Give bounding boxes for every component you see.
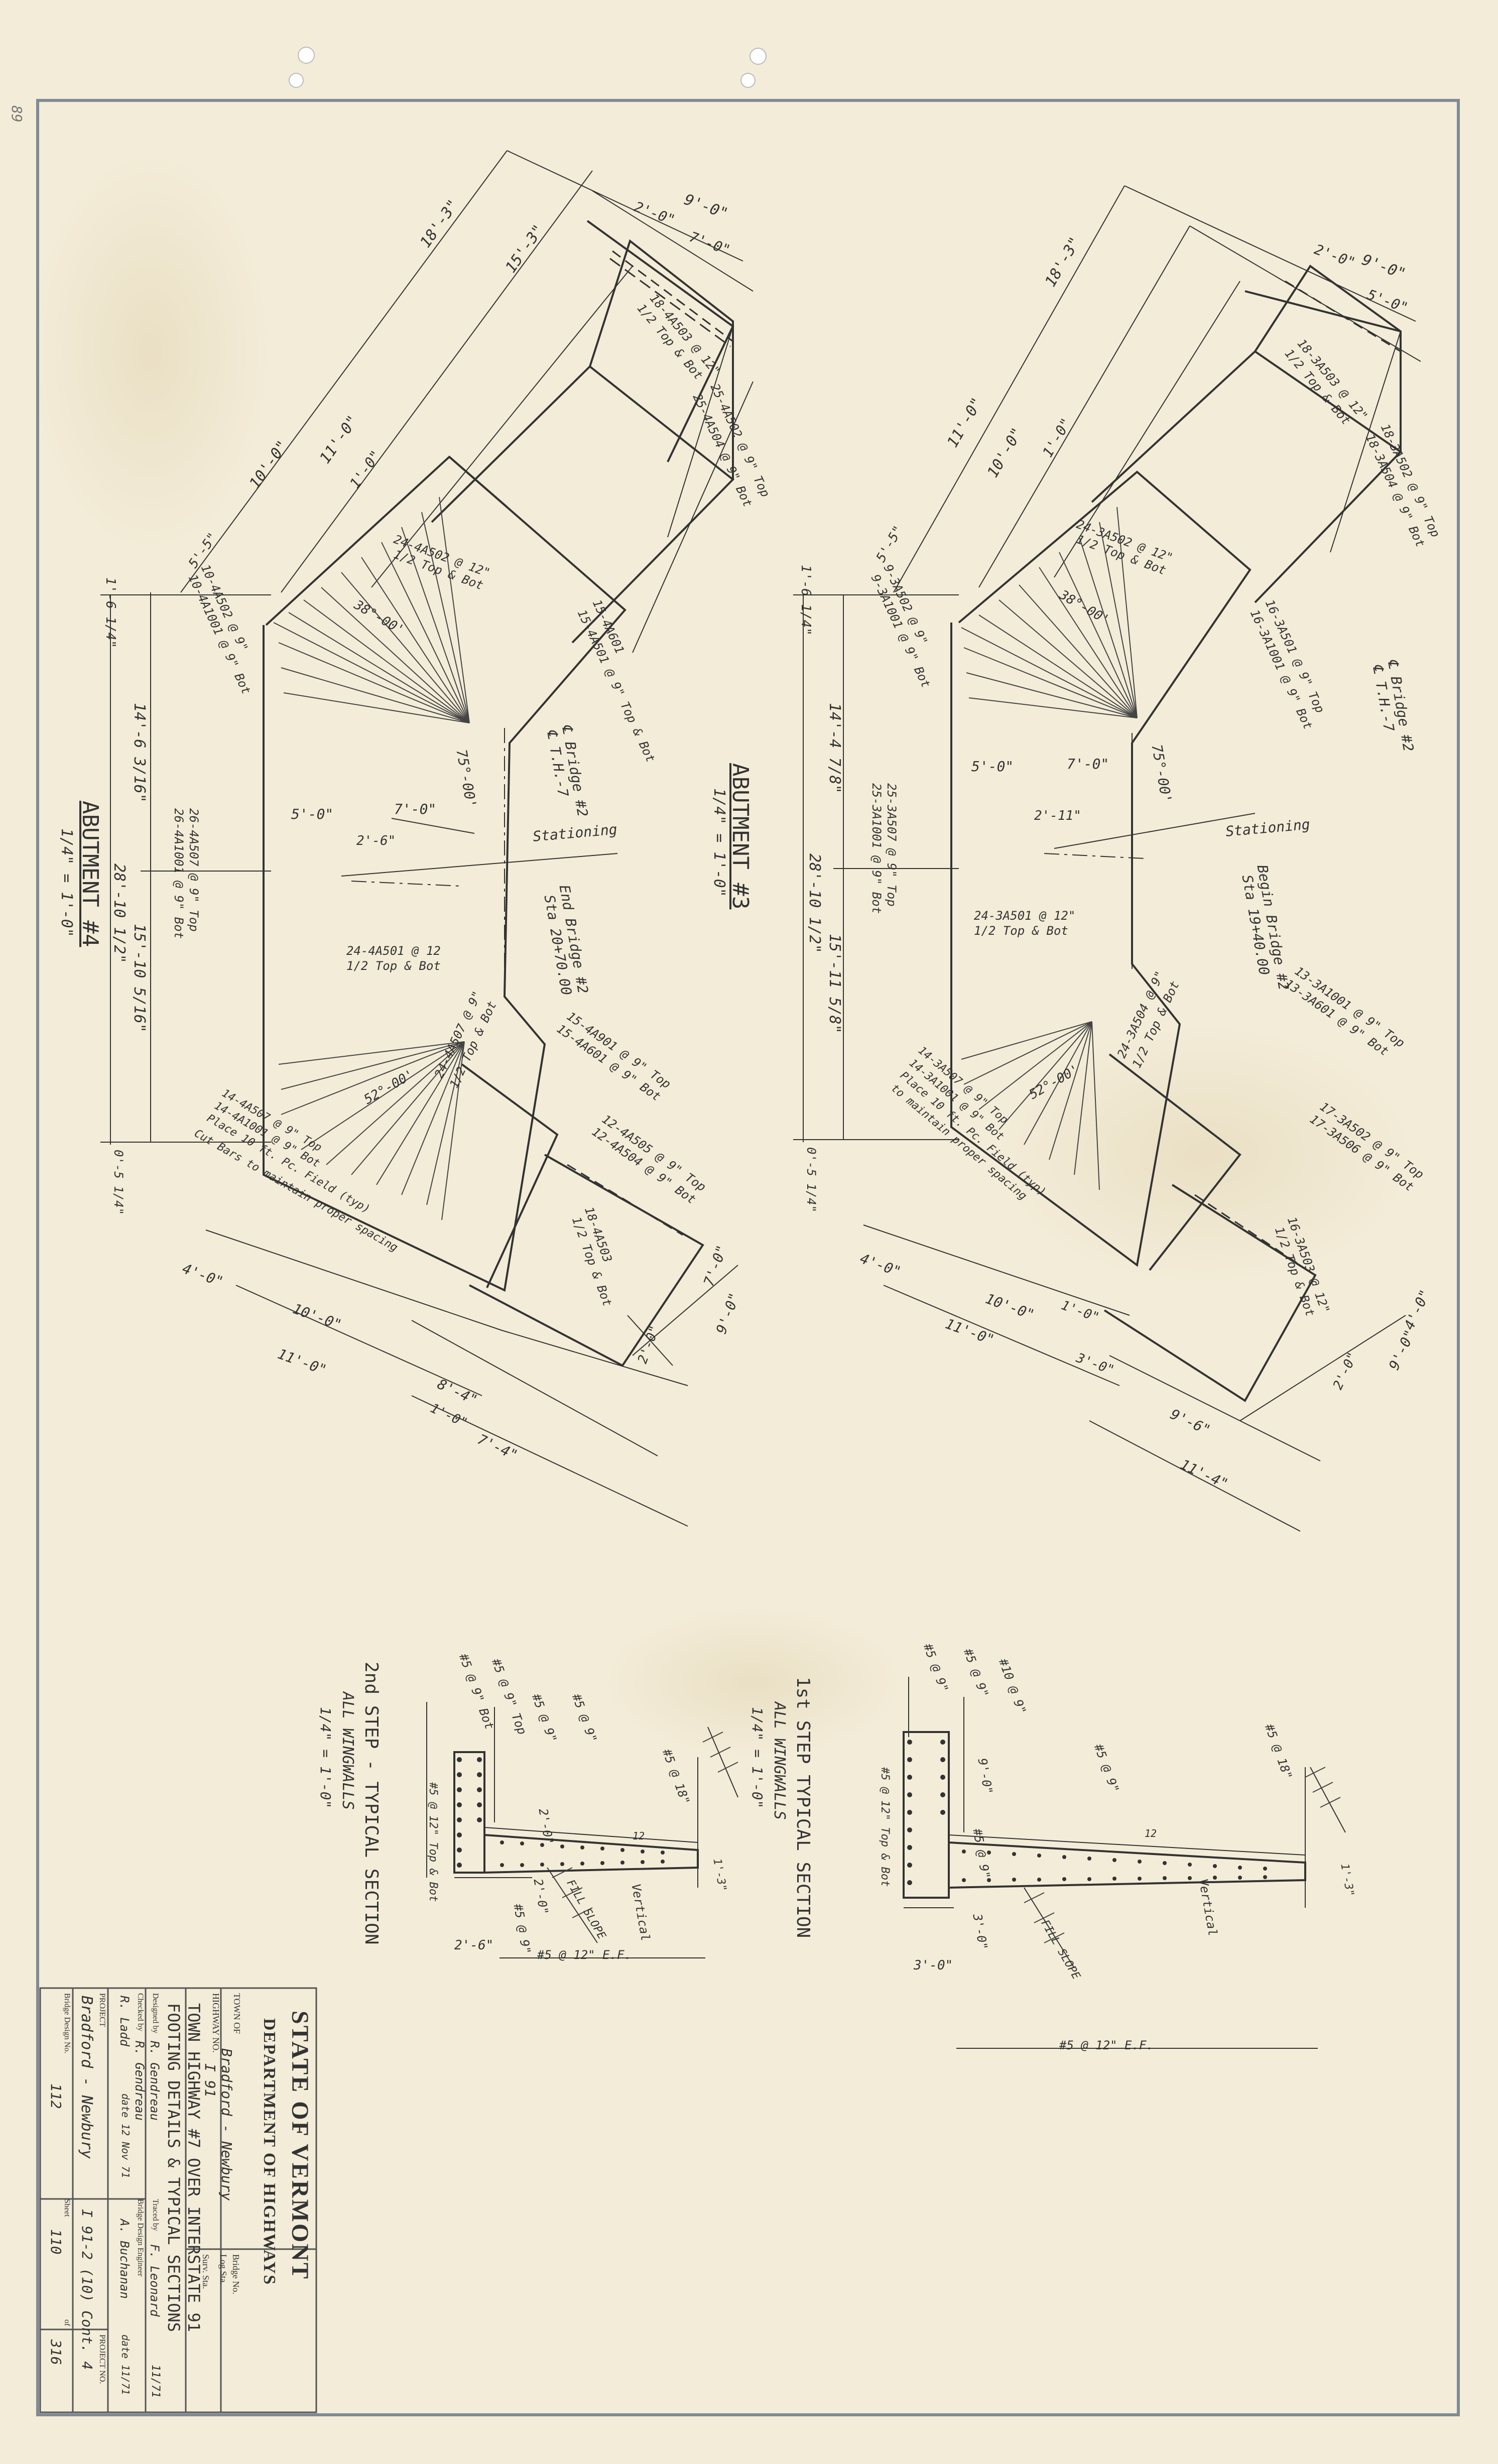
description-line-1: TOWN HIGHWAY #7 OVER INTERSTATE 91 [184,2003,203,2332]
fill-slope-hatch [552,1732,1341,1943]
slope-label: 12 [633,1830,645,1842]
of-label: of [63,2319,71,2326]
abutment-3-scale: 1/4" = 1'-0" [710,788,728,897]
designed-value: R. Gendreau [148,2041,162,2121]
dim-label: 2'-6" [356,833,396,848]
dim-label: 28'-10 1/2" [110,864,128,963]
rebar-note: 1/2 Top & Bot [346,959,441,973]
section-1-title: 1st STEP TYPICAL SECTION [793,1677,813,1938]
description-line-2: FOOTING DETAILS & TYPICAL SECTIONS [164,2003,183,2332]
dim-label: 14'-6 3/16" [131,703,148,803]
rebar-callout: #5 @ 12" E.F. [537,1948,632,1962]
sheet-border [36,99,1460,2416]
section-1-subtitle: ALL WINGWALLS [771,1702,788,1820]
drawn-value: R. Ladd [117,1996,132,2047]
town-label: TOWN OF [232,1993,242,2034]
project-no-label: PROJECT NO. [98,2334,106,2384]
section-1-scale: 1/4" = 1'-0" [749,1707,766,1809]
designed-label: Designed by [151,1993,160,2034]
rebar-callout: #5 @ 12" Top & Bot [879,1767,891,1887]
drawn-date: date 12 Nov 71 [119,2093,132,2178]
dim-label: 7'-0" [1067,756,1109,772]
bridge-design-value: 112 [48,2083,64,2109]
bridge-design-label: Bridge Design No. [63,1993,71,2054]
town-value: Bradford - Newbury [218,2048,235,2201]
abutment-3-fan-hatch [961,507,1138,1190]
project-value: Bradford - Newbury [78,1996,95,2159]
dim-label: 5'-0" [971,758,1014,775]
section-2-subtitle: ALL WINGWALLS [339,1692,356,1810]
rebar-note: 1/2 Top & Bot [974,924,1068,938]
rebar-callout: #5 @ 12" E.F. [1059,2038,1154,2052]
rebar-note: 26-4A1001 @ 9" Bot [172,808,186,939]
rebar-note: 24-3A501 @ 12" [974,909,1076,923]
project-no-value: I 91-2 (10) Cont. 4 [79,2209,95,2370]
punch-hole [289,73,304,88]
dim-label: 0'-5 1/4" [804,1147,818,1213]
dim-label: 1'-6 1/4" [798,565,813,636]
rebar-note: 25-3A1001 @ 9" Bot [869,783,884,914]
punch-hole [740,73,756,88]
dim-label: 3'-0" [914,1958,953,1973]
abutment-4-title: ABUTMENT #4 [77,801,103,947]
checked-label: Checked by [136,1993,145,2031]
abutment-3-plan [793,185,1421,1532]
dim-label: 15'-10 5/16" [131,924,148,1033]
dim-label: 0'-5 1/4" [111,1150,126,1215]
log-sta-label: Log Sta. [218,2254,228,2285]
dim-label: 28'-10 1/2" [806,853,823,953]
traced-date: 11/71 [149,2365,162,2398]
engineer-date: date 11/71 [119,2334,132,2395]
highway-value: I 91 [202,2063,218,2098]
dim-label: 2'-6" [454,1938,494,1953]
section-1-rebar-dots [907,1740,1267,1885]
section-2-scale: 1/4" = 1'-0" [317,1707,334,1809]
section-2-title: 2nd STEP - TYPICAL SECTION [361,1662,382,1945]
punch-hole [298,47,315,64]
rebar-note: 26-4A507 @ 9" Top [187,808,201,932]
abutment-4-fan-hatch [273,497,470,1220]
abutment-3-title: ABUTMENT #3 [727,763,753,910]
traced-value: F. Leonard [148,2244,162,2317]
dim-label: 2'-11" [1034,808,1081,823]
rebar-note: 25-3A507 @ 9" Top [885,783,899,907]
slope-label: 12 [1145,1827,1157,1839]
abutment-4-scale: 1/4" = 1'-0" [58,828,75,937]
title-block-frame [39,1987,317,2413]
title-dept: DEPARTMENT OF HIGHWAYS [260,2018,279,2286]
section-2-rebar-dots [457,1757,665,1868]
checked-value: R. Gendreau [133,2041,147,2121]
of-value: 316 [48,2339,64,2365]
sheet-label: Sheet [63,2199,71,2217]
sheet-margin-label: 89 [9,105,25,122]
engineer-value: A. Buchanan [117,2219,132,2299]
sheet-value: 110 [48,2229,64,2255]
abutment-4-plan [100,150,754,1527]
engineer-label: Bridge Design Engineer [136,2199,145,2277]
title-state: STATE OF VERMONT [287,2011,313,2280]
dim-label: 14'-4 7/8" [826,703,843,794]
rebar-note: 24-4A501 @ 12 [346,944,441,958]
dim-label: 1'-6 1/4" [103,577,118,648]
traced-label: Traced by [151,2199,160,2231]
punch-hole [750,48,767,65]
rebar-callout: #5 @ 12" Top & Bot [427,1782,439,1902]
dim-label: 15'-11 5/8" [826,934,843,1034]
bridge-no-label: Bridge No. [231,2254,241,2294]
dim-label: 5'-0" [291,806,334,822]
highway-label: HIGHWAY NO. [211,1993,221,2053]
project-label: PROJECT [98,1993,106,2027]
dim-label: 7'-0" [394,801,437,817]
